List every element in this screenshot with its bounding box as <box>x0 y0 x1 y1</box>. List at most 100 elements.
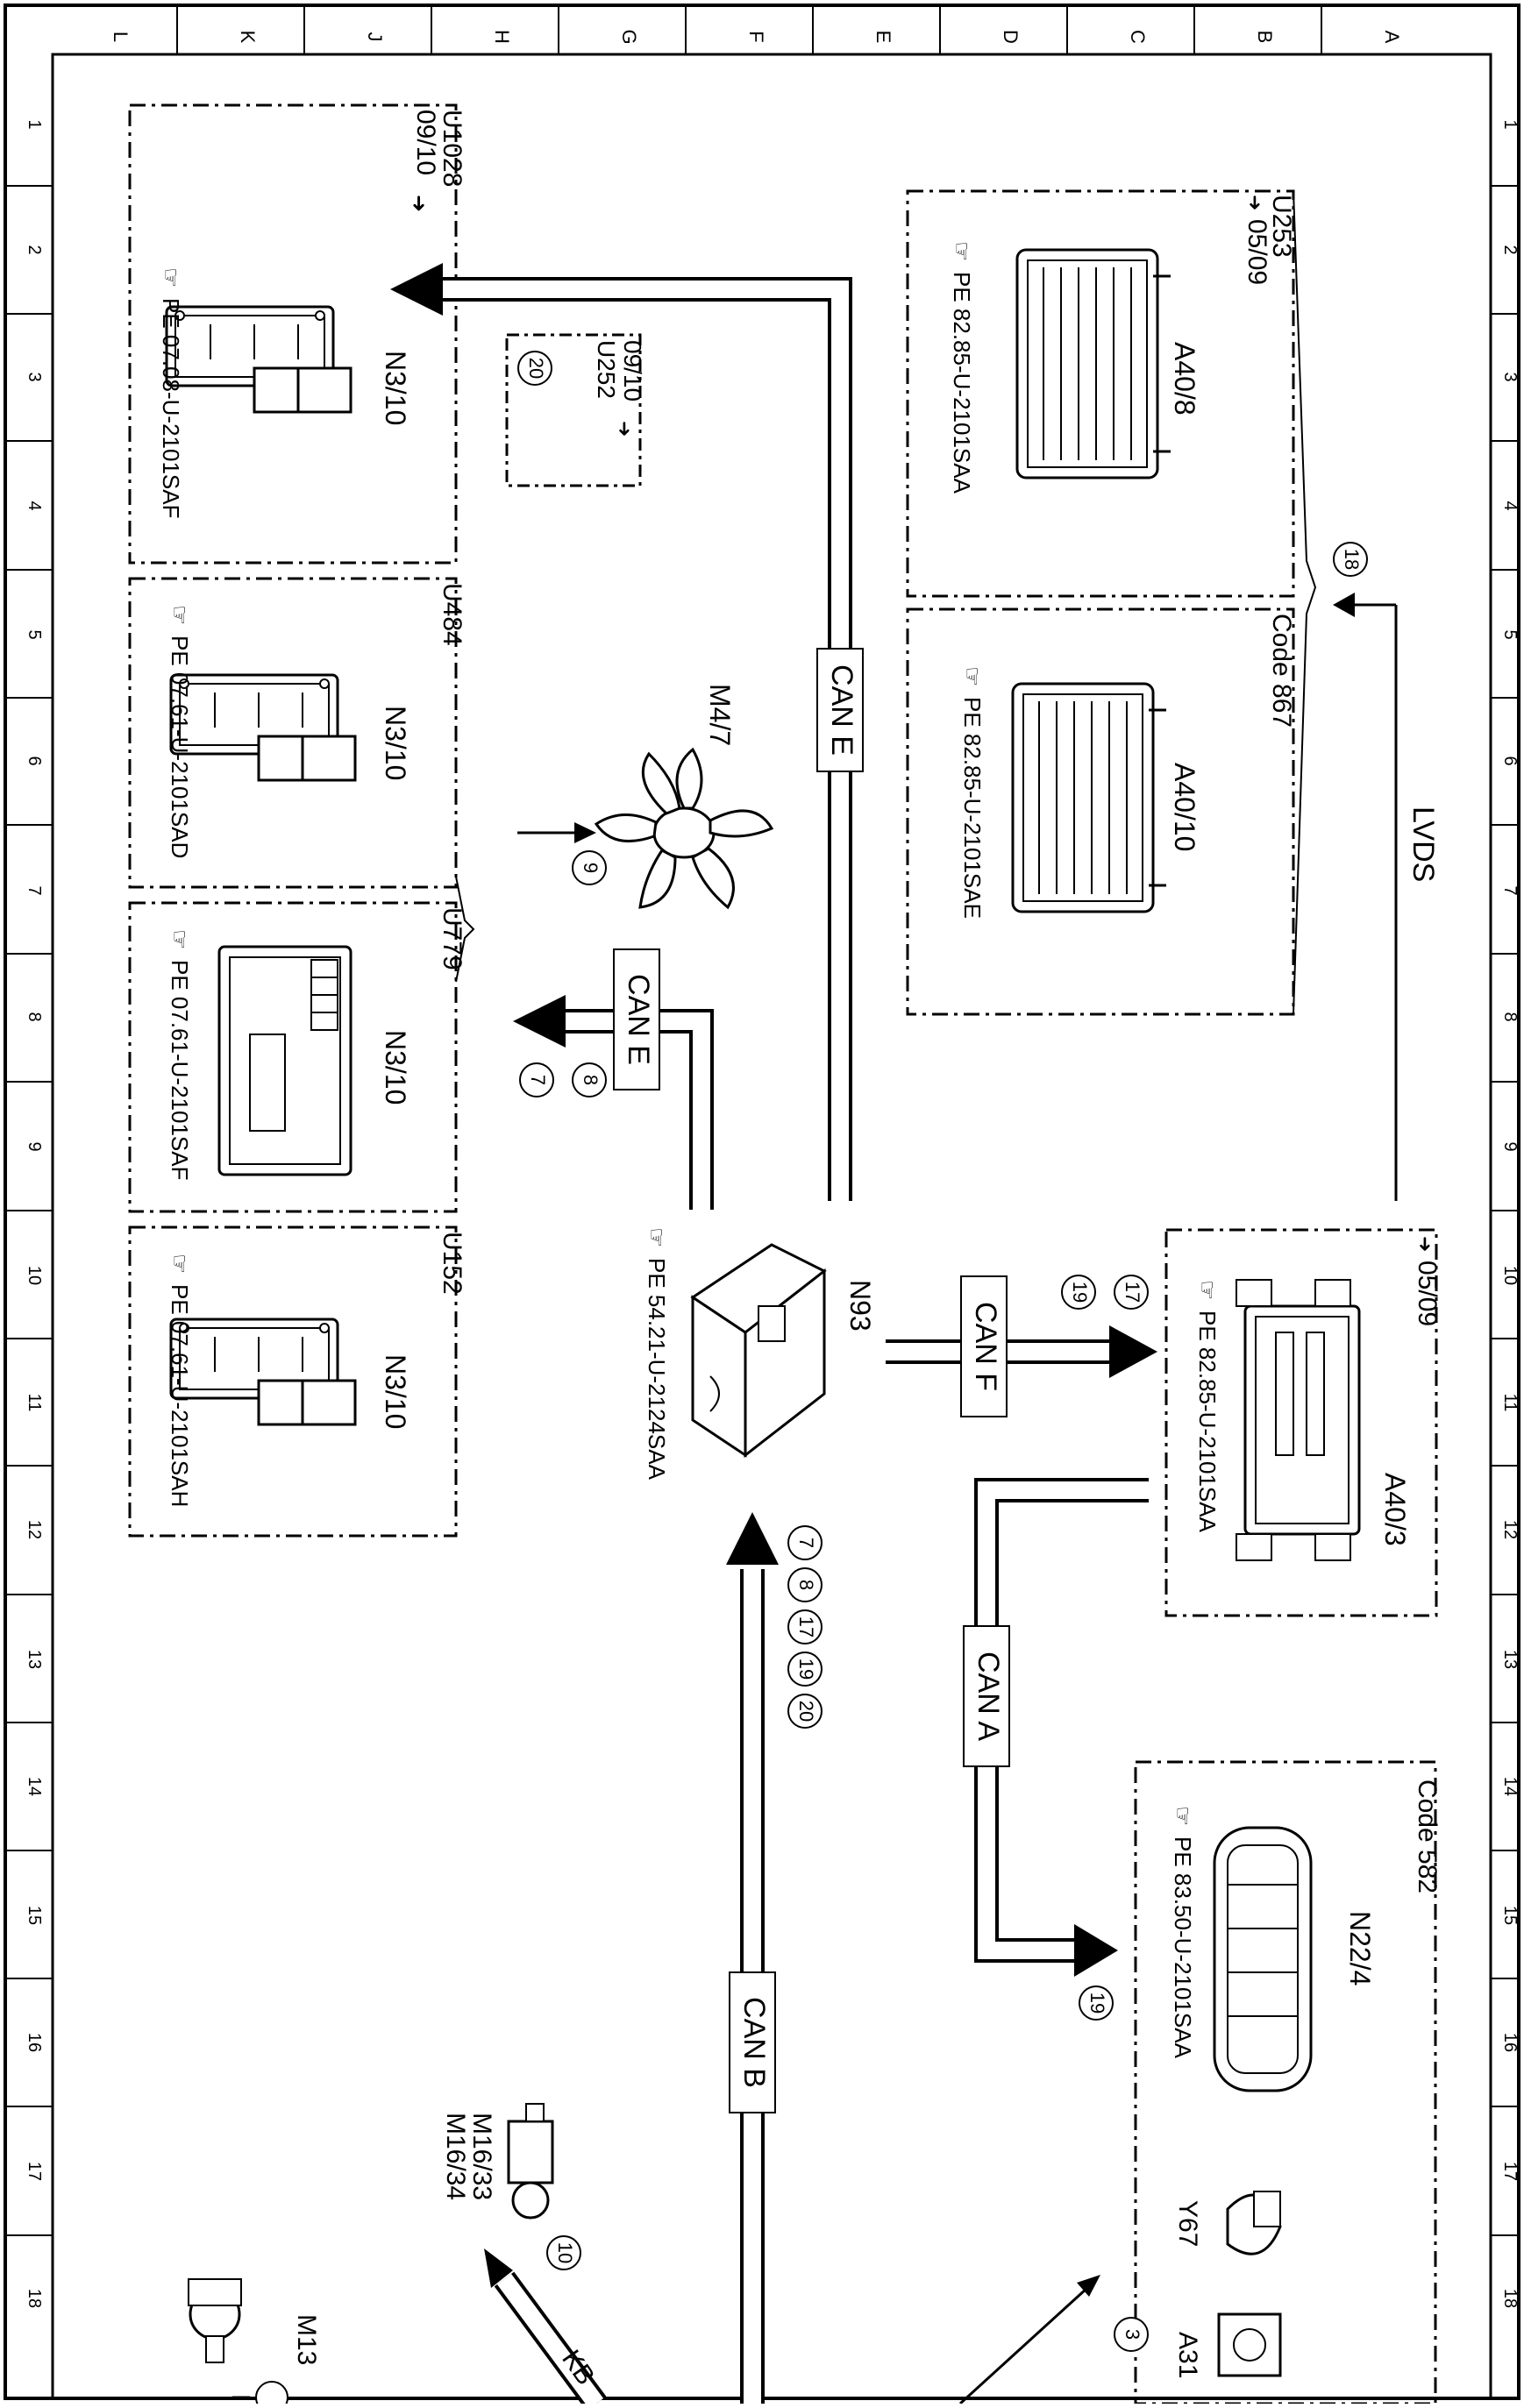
component-label: A40/3 <box>1379 1473 1411 1546</box>
can-e-branch-bus: CAN E 8 7 <box>513 948 714 1210</box>
reference-circle <box>787 1694 823 1729</box>
hand-icon: ☞ <box>158 267 184 288</box>
reference-circle <box>1079 1985 1114 2021</box>
circle-number: 9 <box>580 863 602 873</box>
partial-circle <box>255 2381 288 2408</box>
reference-circle <box>1061 1275 1096 1310</box>
row-number: 14 <box>25 1777 44 1796</box>
can-b-bus: CAN B 7 8 17 19 20 <box>726 1512 823 2404</box>
column-ticks <box>176 5 1322 54</box>
actuator-m16-icon <box>507 2103 554 2220</box>
row-number: 16 <box>1500 2033 1520 2052</box>
column-letter: G <box>618 29 640 44</box>
row-numbers-right: 1 2 3 4 5 6 7 8 9 10 11 12 13 14 15 16 1… <box>1500 119 1520 2308</box>
hand-icon: ☞ <box>167 605 193 625</box>
row-number: 11 <box>25 1394 44 1412</box>
row-number: 17 <box>25 2162 44 2181</box>
actuator-a31-icon <box>1217 2312 1282 2377</box>
column-letter: B <box>1254 31 1276 44</box>
ecu-flat-icon <box>217 945 353 1176</box>
arrow-glyph: ➜ <box>614 421 636 437</box>
block-range: 05/09 <box>1413 1261 1442 1326</box>
reference-circle <box>1333 542 1368 577</box>
column-letter: E <box>872 31 894 44</box>
block-u152: U152 N3/10 ☞ PE 07.61-U-2101SAH <box>128 1225 466 1538</box>
component-label: N3/10 <box>380 1354 411 1429</box>
block-u1028: U1028 09/10 ➜ N3/10 ☞ PE 07.08-U-2101SAF <box>128 103 466 565</box>
circle-number: 20 <box>795 1701 817 1722</box>
head-unit-icon <box>1236 1279 1361 1561</box>
bus-label: LVDS <box>1406 806 1440 882</box>
block-tag: U484 <box>438 583 466 646</box>
fan-icon <box>594 747 774 910</box>
bus-label: CAN E <box>825 664 858 756</box>
reference-circle <box>517 351 552 386</box>
reference-label: PE 07.08-U-2101SAF <box>158 298 184 518</box>
row-number: 12 <box>1500 1520 1520 1539</box>
circle-number: 10 <box>554 2242 576 2263</box>
reference-circle <box>1114 2317 1149 2352</box>
component-label: N3/10 <box>380 706 411 780</box>
hand-icon: ☞ <box>644 1227 670 1247</box>
block-u253: U253 ➜ 05/09 A40/8 ☞ PE 82.85-U-2101SAA <box>906 189 1296 598</box>
column-letter: A <box>1381 31 1403 44</box>
reference-circle <box>787 1525 823 1560</box>
circle-number: 7 <box>795 1538 817 1548</box>
component-label: M16/33 <box>467 2113 496 2200</box>
reference-circle <box>787 1609 823 1644</box>
arrow-glyph: ➜ <box>1244 195 1266 210</box>
reference-label: PE 82.85-U-2101SAE <box>959 697 986 919</box>
row-number: 5 <box>1500 629 1520 639</box>
reference-circle <box>787 1652 823 1687</box>
circle-number: 8 <box>580 1075 602 1085</box>
row-number: 3 <box>25 372 44 381</box>
circle-number: 19 <box>795 1659 817 1680</box>
reference-label: PE 54.21-U-2124SAA <box>644 1258 670 1481</box>
grouping-brace <box>455 876 475 983</box>
column-letter: C <box>1127 30 1149 44</box>
can-e-main-bus: CAN E <box>390 263 864 1201</box>
bus-label: CAN A <box>972 1652 1005 1741</box>
arrow-glyph: ➜ <box>407 195 431 212</box>
row-number: 15 <box>25 1906 44 1925</box>
row-number: 7 <box>25 885 44 895</box>
reference-circle <box>546 2235 581 2270</box>
block-tag: Code 582 <box>1413 1779 1442 1893</box>
reference-circle <box>572 850 607 885</box>
row-number: 16 <box>25 2033 44 2052</box>
row-number: 3 <box>1500 372 1520 381</box>
circle-number: 19 <box>1069 1282 1091 1303</box>
reference-circle <box>1114 1275 1149 1310</box>
reference-label: PE 82.85-U-2101SAA <box>949 272 975 494</box>
row-number: 11 <box>1500 1394 1520 1412</box>
row-number: 8 <box>25 1012 44 1021</box>
column-letter: L <box>110 32 132 42</box>
reference-label: PE 82.85-U-2101SAA <box>1194 1311 1221 1533</box>
block-u779: U779 N3/10 ☞ PE 07.61-U-2101SAF <box>128 901 466 1213</box>
column-letter: K <box>237 31 259 44</box>
reference-label: PE 07.61-U-2101SAF <box>167 960 193 1180</box>
circle-number: 19 <box>1086 1992 1108 2014</box>
bus-label: CAN F <box>969 1302 1002 1391</box>
row-number: 9 <box>1500 1141 1520 1151</box>
block-code867: Code 867 A40/10 ☞ PE 82.85-U-2101SAE <box>906 607 1296 1016</box>
block-a40-3: ➜ 05/09 A40/3 ☞ PE 82.85-U-2101SAA <box>1164 1228 1442 1617</box>
reference-label: PE 07.61-U-2101SAD <box>167 636 193 858</box>
bus-label: CAN B <box>737 1997 771 2088</box>
component-label: M13 <box>292 2314 321 2365</box>
arrow-glyph: ➜ <box>1414 1236 1436 1252</box>
circle-number: 17 <box>795 1616 817 1637</box>
hand-icon: ☞ <box>949 241 975 261</box>
component-label: A31 <box>1173 2332 1202 2378</box>
row-ticks <box>5 185 1519 2236</box>
row-number: 18 <box>25 2289 44 2308</box>
reference-label: PE 07.61-U-2101SAH <box>167 1284 193 1507</box>
row-number: 2 <box>1500 245 1520 254</box>
column-letter: J <box>364 32 386 42</box>
block-tag: U253 <box>1267 195 1296 258</box>
component-label: N93 <box>844 1280 876 1332</box>
kb-line: KB <box>484 2248 607 2408</box>
row-number: 1 <box>25 119 44 129</box>
reference-label: PE 83.50-U-2101SAA <box>1170 1836 1196 2059</box>
